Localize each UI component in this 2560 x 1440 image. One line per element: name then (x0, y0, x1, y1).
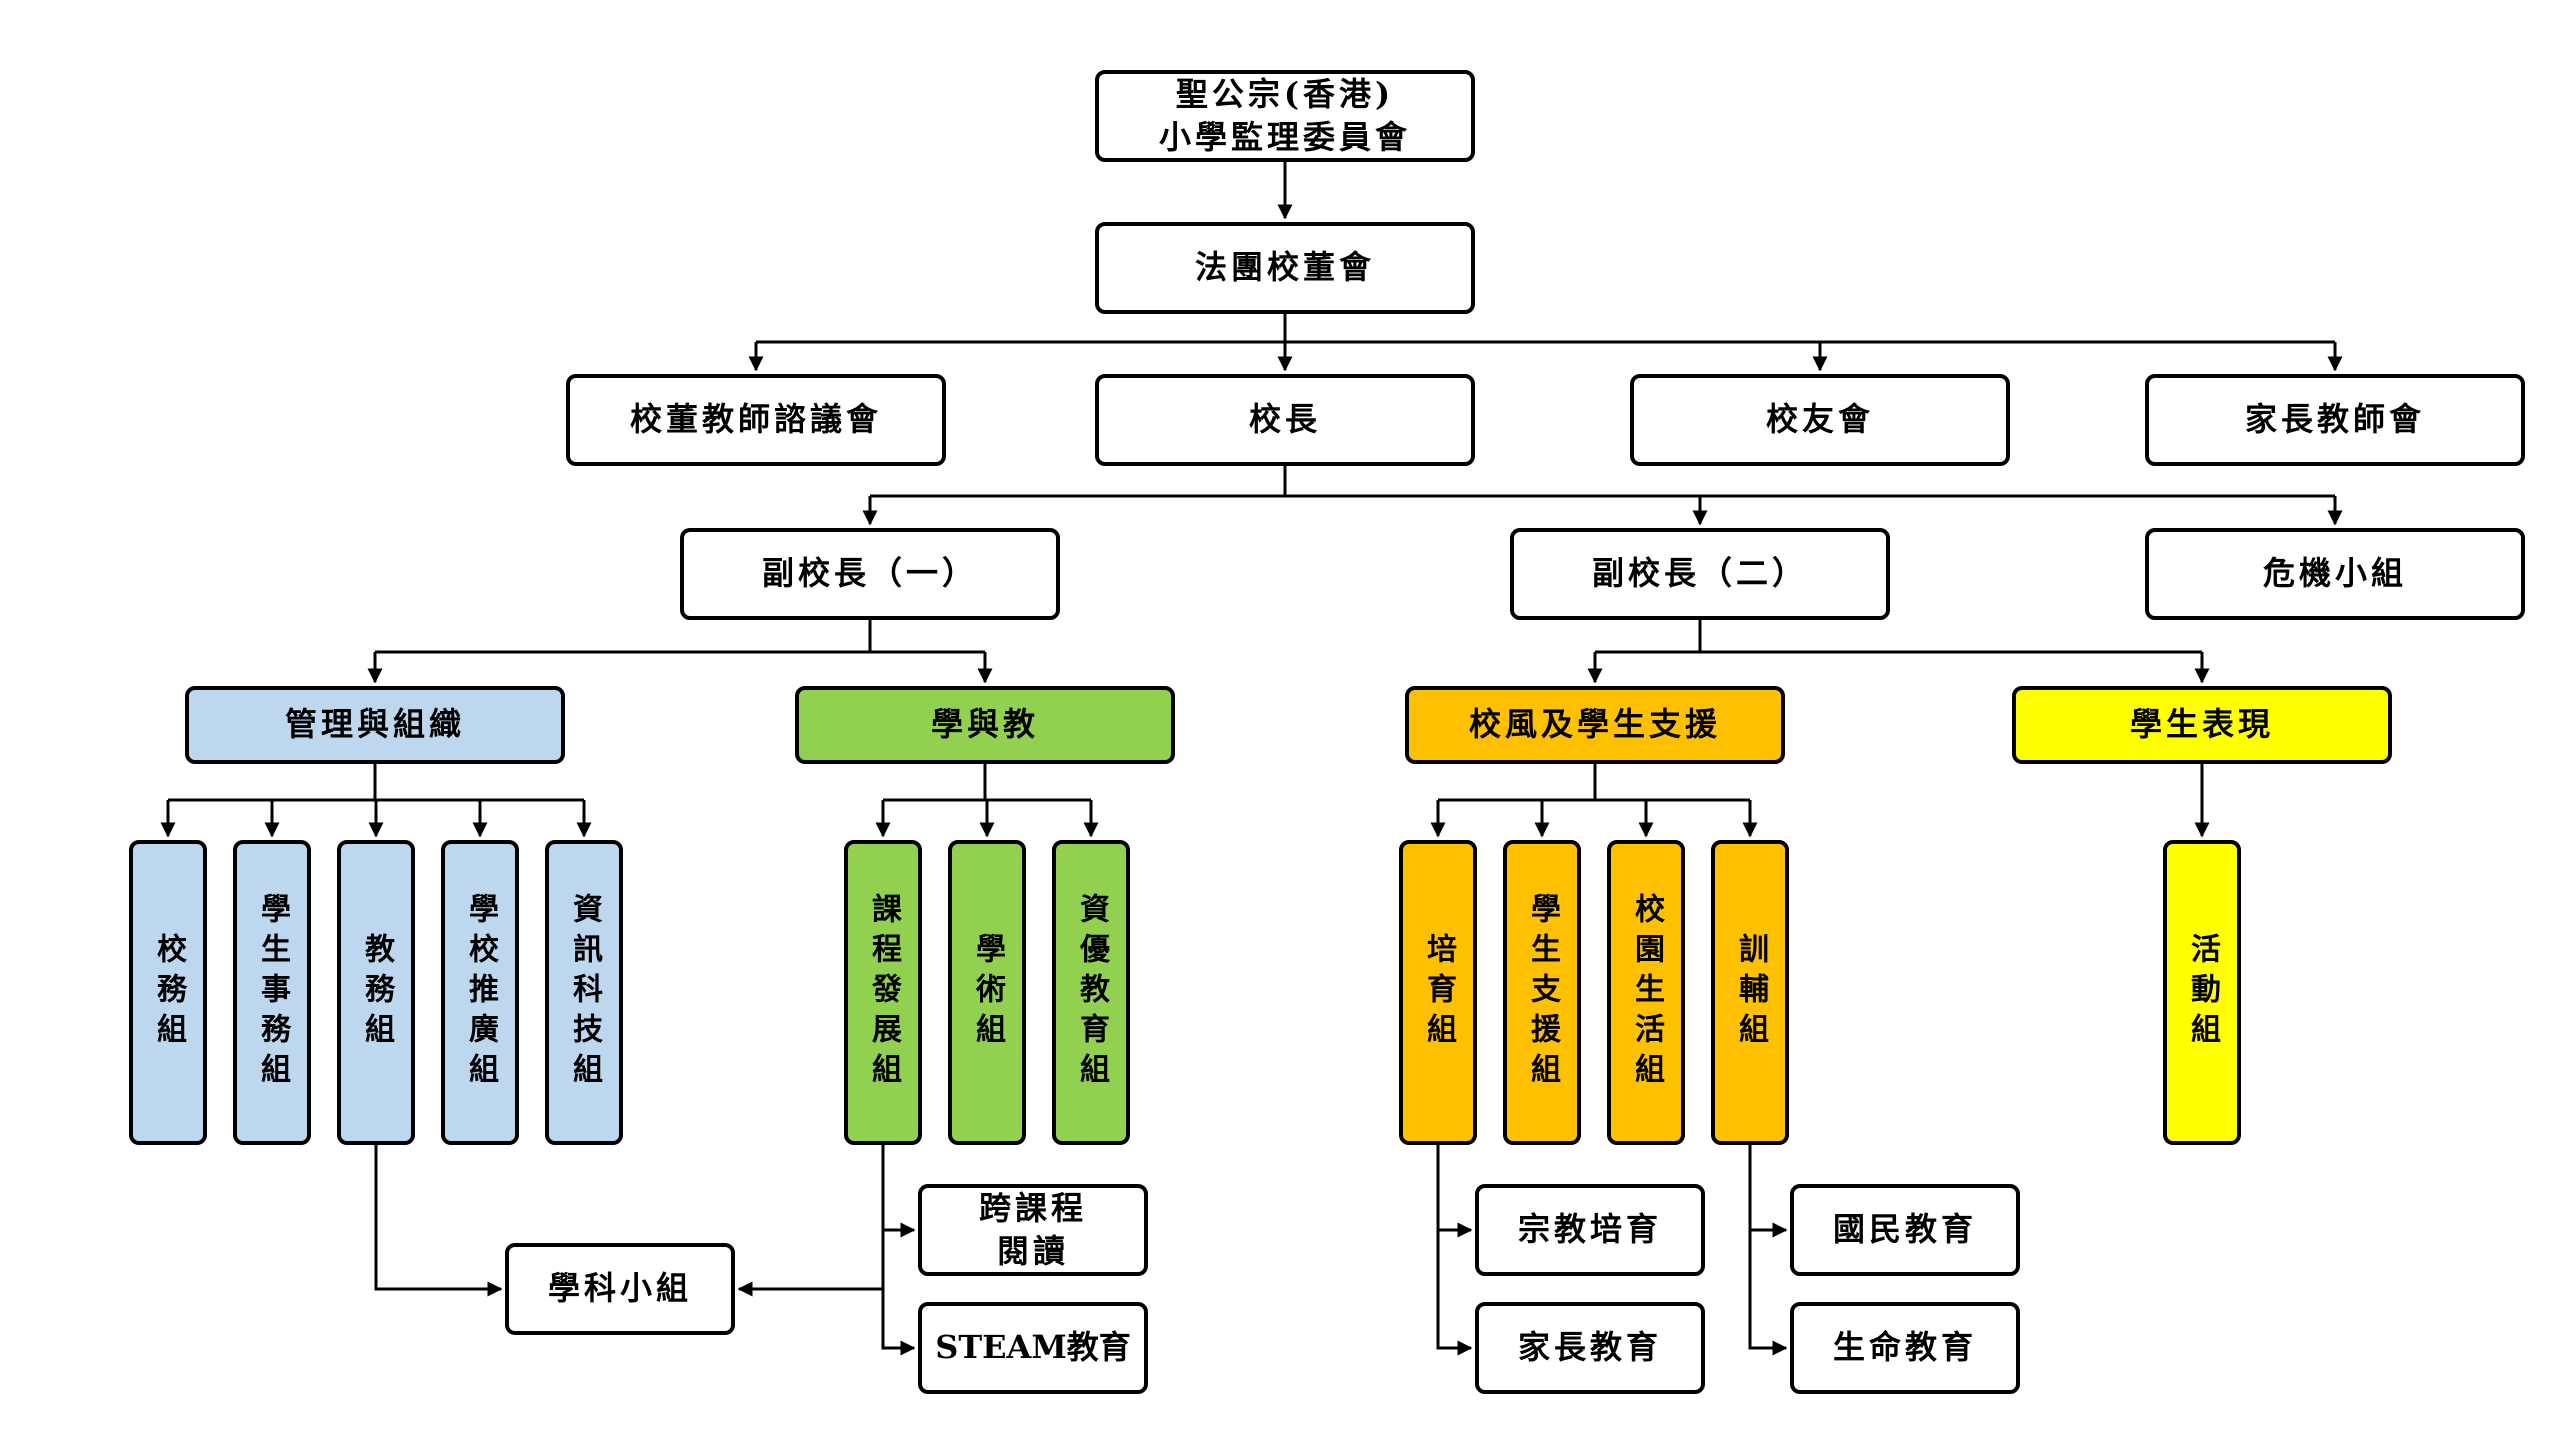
supervisory-committee-box: 聖公宗(香港) 小學監理委員會 (1095, 70, 1475, 162)
religious-education-box: 宗教培育 (1475, 1184, 1705, 1276)
activities-team: 活動組 (2163, 840, 2241, 1145)
school-ethos-support-box: 校風及學生支援 (1405, 686, 1785, 764)
academic-affairs-team: 教務組 (337, 840, 415, 1145)
academic-team: 學術組 (948, 840, 1026, 1145)
campus-life-team: 校園生活組 (1607, 840, 1685, 1145)
pta-box: 家長教師會 (2145, 374, 2525, 466)
arrow-to-life-education (1748, 1145, 1788, 1356)
discipline-guidance-team: 訓輔組 (1711, 840, 1789, 1145)
student-affairs-team: 學生事務組 (233, 840, 311, 1145)
school-promotion-team: 學校推廣組 (441, 840, 519, 1145)
vice-principal-1-box: 副校長（一） (680, 528, 1060, 620)
incorporated-management-committee-box: 法團校董會 (1095, 222, 1475, 314)
learning-teaching-box: 學與教 (795, 686, 1175, 764)
student-performance-box: 學生表現 (2012, 686, 2392, 764)
school-affairs-team: 校務組 (129, 840, 207, 1145)
management-organization-box: 管理與組織 (185, 686, 565, 764)
life-education-box: 生命教育 (1790, 1302, 2020, 1394)
teacher-council-box: 校董教師諮議會 (566, 374, 946, 466)
cross-curricular-reading-box: 跨課程 閱讀 (918, 1184, 1148, 1276)
parent-education-box: 家長教育 (1475, 1302, 1705, 1394)
gifted-education-team: 資優教育組 (1052, 840, 1130, 1145)
arrow-academic-to-subject-panel (374, 1145, 503, 1297)
crisis-team-box: 危機小組 (2145, 528, 2525, 620)
vice-principal-2-box: 副校長（二） (1510, 528, 1890, 620)
alumni-association-box: 校友會 (1630, 374, 2010, 466)
arrow-to-steam (881, 1145, 916, 1356)
student-support-team: 學生支援組 (1503, 840, 1581, 1145)
curriculum-development-team: 課程發展組 (844, 840, 922, 1145)
national-education-box: 國民教育 (1790, 1184, 2020, 1276)
steam-education-box: STEAM教育 (918, 1302, 1148, 1394)
moral-development-team: 培育組 (1399, 840, 1477, 1145)
subject-panel-box: 學科小組 (505, 1243, 735, 1335)
arrow-to-parent-education (1436, 1145, 1473, 1356)
it-team: 資訊科技組 (545, 840, 623, 1145)
principal-box: 校長 (1095, 374, 1475, 466)
